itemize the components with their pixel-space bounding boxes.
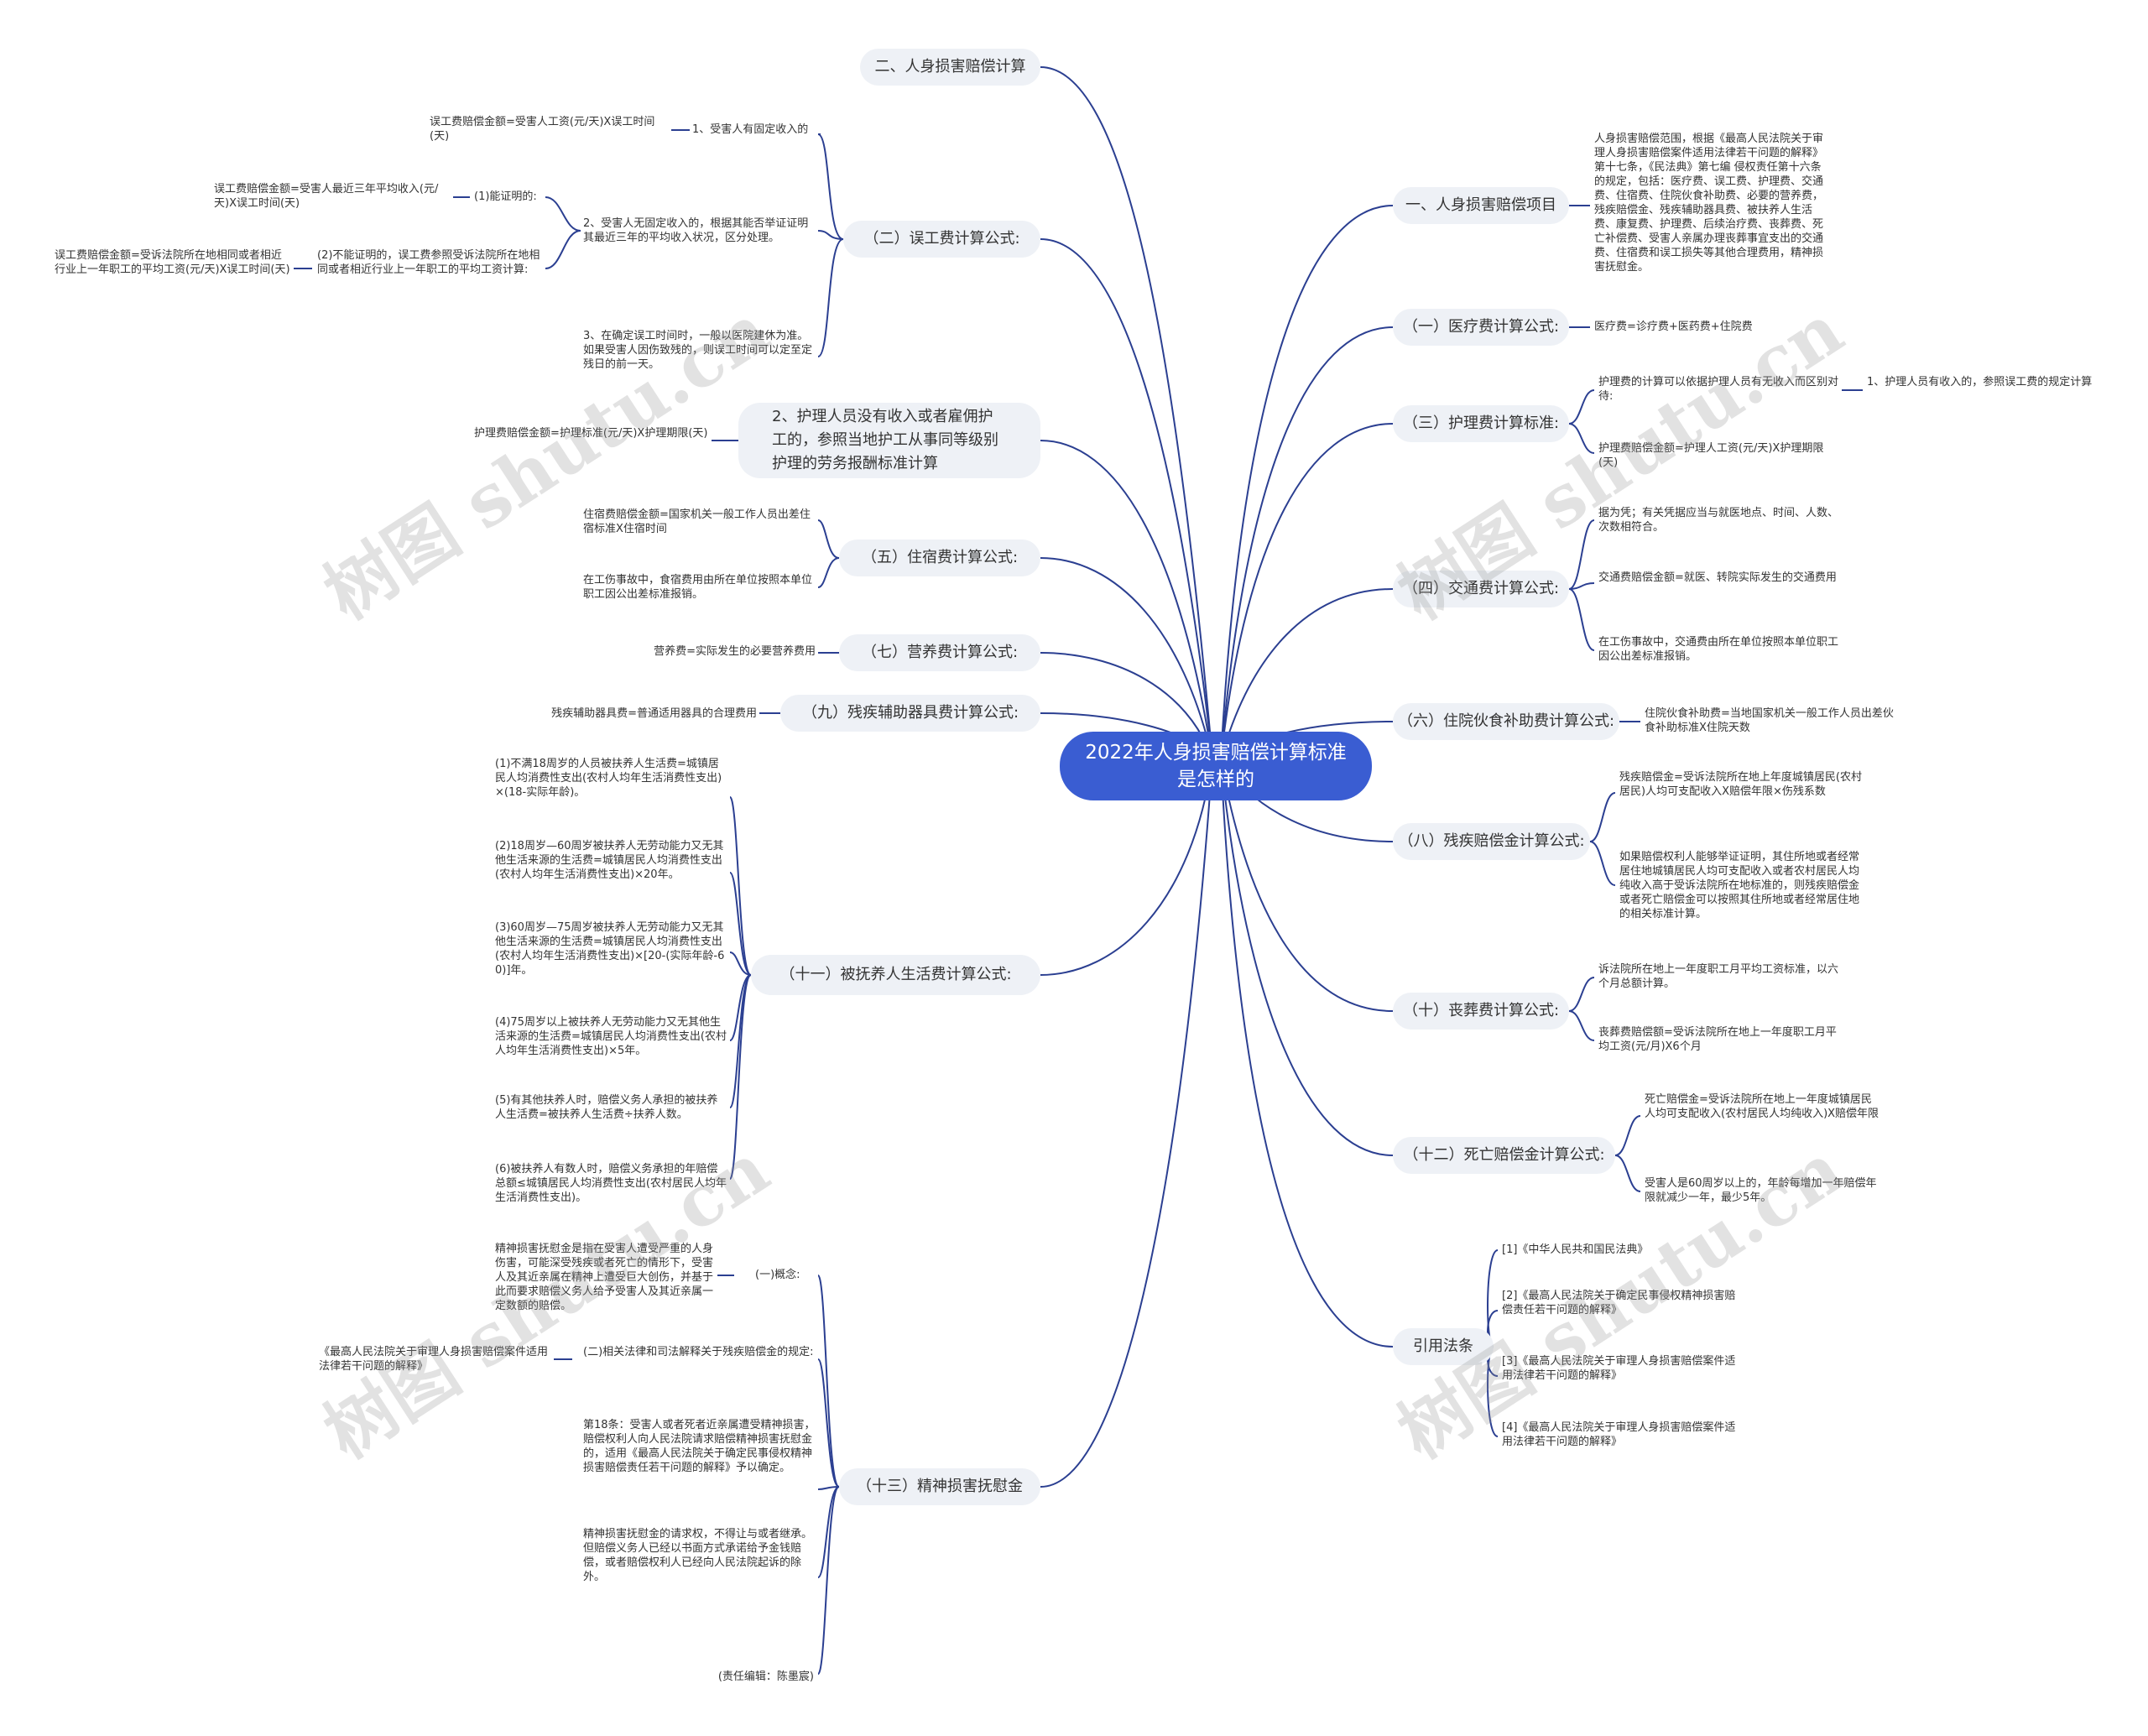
branch-cited-laws[interactable]: 引用法条: [1393, 1328, 1494, 1365]
leaf-nursing-1: 护理费的计算可以依据护理人员有无收入而区别对待:: [1598, 376, 1839, 403]
leaf-zhusu-1: 住宿费赔偿金额=国家机关一般工作人员出差住宿标准X住宿时间: [583, 508, 811, 535]
leaf-mental-c2: (二)相关法律和司法解释关于残疾赔偿金的规定:: [583, 1346, 814, 1358]
leaf-nursing-formula: 护理费赔偿金额=护理标准(元/天)X护理期限(天): [474, 427, 708, 440]
branch-dependent-living[interactable]: （十一）被抚养人生活费计算公式:: [751, 955, 1040, 995]
leaf-wugong-c3: 3、在确定误工时间时，一般以医院建休为准。如果受害人因伤致残的，则误工时间可以定…: [583, 330, 813, 371]
branch-transport[interactable]: （四）交通费计算公式:: [1393, 571, 1569, 607]
leaf-damage-items-scope: 人身损害赔偿范围，根据《最高人民法院关于审理人身损害赔偿案件适用法律若干问题的解…: [1594, 133, 1824, 274]
leaf-nursing-2: 护理费赔偿金额=护理人工资(元/天)X护理期限(天): [1598, 442, 1824, 469]
leaf-transport-3: 在工伤事故中，交通费由所在单位按照本单位职工因公出差标准报销。: [1598, 636, 1839, 663]
leaf-dependent-2: (2)18周岁—60周岁被扶养人无劳动能力又无其他生活来源的生活费=城镇居民人均…: [495, 840, 724, 881]
leaf-cited-law-2: [2]《最高人民法院关于确定民事侵权精神损害赔偿责任若干问题的解释》: [1502, 1290, 1736, 1316]
leaf-death-comp-2: 受害人是60周岁以上的，年龄每增加一年赔偿年限就减少一年，最少5年。: [1645, 1177, 1877, 1204]
leaf-dependent-3: (3)60周岁—75周岁被扶养人无劳动能力又无其他生活来源的生活费=城镇居民人均…: [495, 921, 725, 977]
leaf-transport-2: 交通费赔偿金额=就医、转院实际发生的交通费用: [1598, 571, 1837, 584]
branch-lost-wages[interactable]: （二）误工费计算公式:: [843, 221, 1040, 258]
leaf-cited-law-4: [4]《最高人民法院关于审理人身损害赔偿案件适用法律若干问题的解释》: [1502, 1421, 1736, 1448]
leaf-wugong-c2a: (1)能证明的:: [474, 190, 537, 203]
leaf-dependent-1: (1)不满18周岁的人员被扶养人生活费=城镇居民人均消费性支出(农村人均年生活消…: [495, 758, 722, 799]
leaf-mental-c2-detail: 《最高人民法院关于审理人身损害赔偿案件适用法律若干问题的解释》: [319, 1346, 549, 1373]
leaf-wugong-c1-formula: 误工费赔偿金额=受害人工资(元/天)X误工时间(天): [430, 116, 655, 143]
leaf-mental-c3: 第18条：受害人或者死者近亲属遭受精神损害，赔偿权利人向人民法院请求赔偿精神损害…: [583, 1419, 816, 1474]
leaf-wugong-c1: 1、受害人有固定收入的: [692, 123, 809, 136]
branch-medical[interactable]: （一）医疗费计算公式:: [1393, 309, 1569, 346]
leaf-nursing-1a: 1、护理人员有收入的，参照误工费的规定计算: [1867, 376, 2093, 388]
branch-funeral[interactable]: （十）丧葬费计算公式:: [1393, 993, 1569, 1030]
leaf-dependent-6: (6)被扶养人有数人时，赔偿义务承担的年赔偿总额≤城镇居民人均消费性支出(农村居…: [495, 1163, 727, 1204]
branch-disability-comp[interactable]: （八）残疾赔偿金计算公式:: [1393, 823, 1590, 860]
leaf-cited-law-1: [1]《中华人民共和国民法典》: [1502, 1243, 1649, 1256]
leaf-nutrition-formula: 营养费=实际发生的必要营养费用: [654, 645, 816, 658]
leaf-funeral-2: 丧葬费赔偿额=受诉法院所在地上一年度职工月平均工资(元/月)X6个月: [1598, 1026, 1837, 1053]
leaf-death-comp-1: 死亡赔偿金=受诉法院所在地上一年度城镇居民人均可支配收入(农村居民人均纯收入)X…: [1645, 1093, 1880, 1120]
leaf-dependent-5: (5)有其他扶养人时，赔偿义务人承担的被扶养人生活费=被扶养人生活费÷扶养人数。: [495, 1094, 718, 1121]
leaf-disability-aids-formula: 残疾辅助器具费=普通适用器具的合理费用: [551, 707, 757, 720]
branch-accommodation[interactable]: （五）住宿费计算公式:: [839, 540, 1040, 576]
leaf-disability-comp-1: 残疾赔偿金=受诉法院所在地上年度城镇居民(农村居民)人均可支配收入X赔偿年限×伤…: [1619, 771, 1862, 798]
other-left-edges: [554, 440, 840, 1675]
leaf-wugong-c2a-formula: 误工费赔偿金额=受害人最近三年平均收入(元/天)X误工时间(天): [214, 183, 439, 210]
leaf-dependent-4: (4)75周岁以上被扶养人无劳动能力又无其他生活来源的生活费=城镇居民人均消费性…: [495, 1016, 727, 1057]
branch-disability-aids[interactable]: （九）残疾辅助器具费计算公式:: [780, 695, 1040, 732]
branch-nursing-no-income[interactable]: 2、护理人员没有收入或者雇佣护工的，参照当地护工从事同等级别护理的劳务报酬标准计…: [738, 403, 1040, 478]
leaf-medical-formula: 医疗费=诊疗费+医药费+住院费: [1594, 321, 1753, 333]
root-title: 2022年人身损害赔偿计算标准是怎样的: [1085, 742, 1347, 790]
leaf-funeral-1: 诉法院所在地上一年度职工月平均工资标准，以六个月总额计算。: [1598, 963, 1839, 990]
branch-nursing[interactable]: （三）护理费计算标准:: [1393, 405, 1569, 442]
leaf-zhusu-2: 在工伤事故中，食宿费用由所在单位按照本单位职工因公出差标准报销。: [583, 574, 813, 601]
leaf-disability-comp-2: 如果赔偿权利人能够举证证明，其住所地或者经常居住地城镇居民人均可支配收入或者农村…: [1619, 851, 1860, 920]
leaf-mental-c1-detail: 精神损害抚慰金是指在受害人遭受严重的人身伤害，可能深受残疾或者死亡的情形下，受害…: [495, 1243, 714, 1312]
leaf-hospital-meals-formula: 住院伙食补助费=当地国家机关一般工作人员出差伙食补助标准X住院天数: [1645, 707, 1894, 734]
branch-damage-items[interactable]: 一、人身损害赔偿项目: [1393, 187, 1569, 224]
branch-personal-injury-calc[interactable]: 二、人身损害赔偿计算: [860, 49, 1040, 86]
leaf-cited-law-3: [3]《最高人民法院关于审理人身损害赔偿案件适用法律若干问题的解释》: [1502, 1355, 1736, 1382]
leaf-transport-1: 据为凭；有关凭据应当与就医地点、时间、人数、次数相符合。: [1598, 507, 1839, 534]
branch-mental-damage[interactable]: （十三）精神损害抚慰金: [839, 1468, 1040, 1505]
leaf-mental-c1: (一)概念:: [755, 1269, 800, 1281]
leaf-wugong-c2: 2、受害人无固定收入的，根据其能否举证证明其最近三年的平均收入状况，区分处理。: [583, 217, 809, 244]
leaf-wugong-c2b: (2)不能证明的，误工费参照受诉法院所在地相同或者相近行业上一年职工的平均工资计…: [317, 249, 540, 276]
branch-nutrition[interactable]: （七）营养费计算公式:: [839, 634, 1040, 671]
wugong-edges: [294, 129, 844, 357]
leaf-wugong-c2b-formula: 误工费赔偿金额=受诉法院所在地相同或者相近行业上一年职工的平均工资(元/天)X误…: [55, 249, 290, 276]
branch-death-comp[interactable]: （十二）死亡赔偿金计算公式:: [1393, 1137, 1615, 1174]
branch-hospital-meals[interactable]: （六）住院伙食补助费计算公式:: [1393, 703, 1619, 740]
leaf-mental-editor: (责任编辑：陈墨宸): [717, 1671, 814, 1683]
root-node[interactable]: 2022年人身损害赔偿计算标准是怎样的: [1060, 732, 1372, 800]
leaf-mental-c4: 精神损害抚慰金的请求权，不得让与或者继承。但赔偿义务人已经以书面方式承诺给予金钱…: [583, 1528, 813, 1583]
